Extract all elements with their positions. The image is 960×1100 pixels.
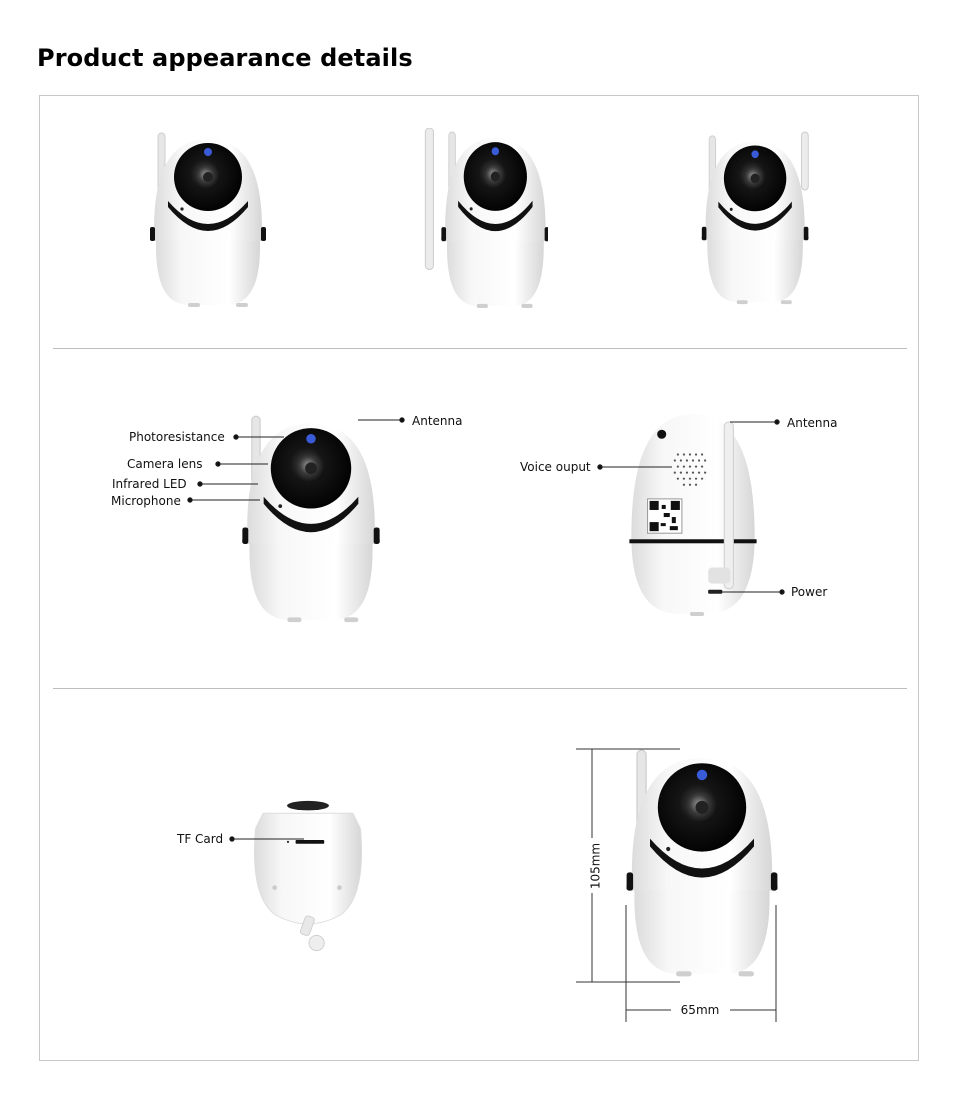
dimension-width: 65mm bbox=[681, 1003, 720, 1017]
callout-microphone: Microphone bbox=[111, 494, 181, 508]
callout-camera-lens: Camera lens bbox=[127, 457, 203, 471]
callout-antenna-back: Antenna bbox=[787, 416, 838, 430]
page-title: Product appearance details bbox=[37, 44, 413, 72]
section-divider-2 bbox=[53, 688, 907, 689]
callout-tf-card: TF Card bbox=[177, 832, 224, 846]
dimension-height: 105mm bbox=[589, 843, 603, 889]
callout-antenna-front: Antenna bbox=[412, 414, 463, 428]
callout-infrared-led: Infrared LED bbox=[112, 477, 187, 491]
product-frame bbox=[39, 95, 919, 1061]
section-divider-1 bbox=[53, 348, 907, 349]
callout-voice-output: Voice ouput bbox=[520, 460, 591, 474]
camera-side-right-view bbox=[700, 131, 816, 310]
camera-side-left-view bbox=[424, 128, 548, 310]
callout-photoresistance: Photoresistance bbox=[129, 430, 225, 444]
callout-power: Power bbox=[791, 585, 828, 599]
